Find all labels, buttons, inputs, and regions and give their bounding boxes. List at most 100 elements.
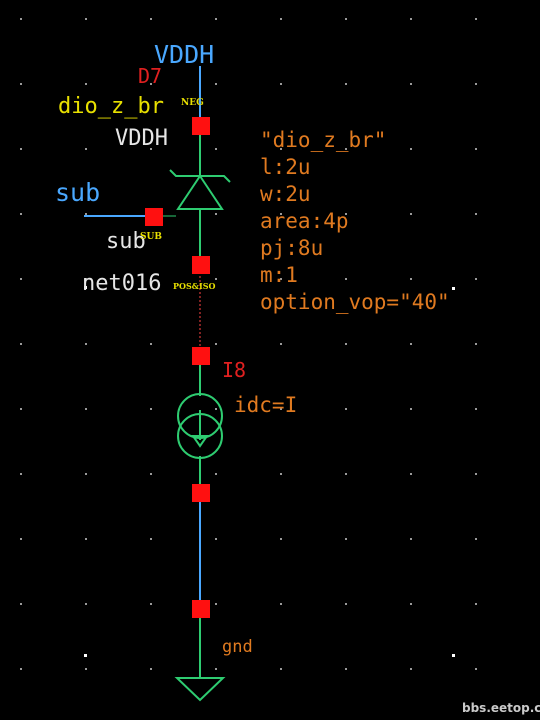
- grid-dot: [345, 603, 347, 605]
- diode-sub-net-label: sub: [106, 229, 146, 254]
- grid-dot: [410, 83, 412, 85]
- grid-dot: [215, 668, 217, 670]
- grid-dot: [20, 603, 22, 605]
- grid-dot: [345, 83, 347, 85]
- grid-dot: [150, 278, 152, 280]
- isrc-instance-name[interactable]: I8: [222, 358, 247, 382]
- grid-dot: [20, 213, 22, 215]
- diode-pos-pin-label: POS&ISO: [173, 281, 216, 291]
- grid-dot: [215, 473, 217, 475]
- sub-net-label[interactable]: sub: [55, 178, 101, 207]
- grid-dot: [85, 83, 87, 85]
- grid-dot: [475, 278, 477, 280]
- isrc-arrow-head: [191, 435, 209, 448]
- vddh-net-label[interactable]: VDDH: [154, 40, 215, 69]
- grid-dot: [410, 668, 412, 670]
- grid-dot: [280, 473, 282, 475]
- grid-dot: [150, 473, 152, 475]
- grid-dot: [20, 473, 22, 475]
- grid-dot: [150, 343, 152, 345]
- grid-dot: [475, 18, 477, 20]
- grid-dot: [410, 213, 412, 215]
- diode-pos-pin[interactable]: [192, 256, 210, 274]
- grid-dot: [85, 538, 87, 540]
- watermark: bbs.eetop.cn: [462, 701, 540, 715]
- diode-prop-4: pj:8u: [260, 236, 324, 260]
- grid-dot: [20, 83, 22, 85]
- isrc-param: idc=I: [234, 393, 298, 417]
- grid-dot: [475, 148, 477, 150]
- diode-instance-name[interactable]: D7: [138, 64, 163, 88]
- diode-prop-0: "dio_z_br": [260, 128, 387, 152]
- grid-dot: [345, 278, 347, 280]
- grid-dot: [215, 603, 217, 605]
- grid-dot: [475, 668, 477, 670]
- grid-dot: [215, 148, 217, 150]
- diode-neg-net-label: VDDH: [115, 126, 168, 151]
- grid-dot: [84, 286, 87, 289]
- gnd-label: gnd: [222, 637, 253, 657]
- grid-dot: [215, 408, 217, 410]
- diode-prop-2: w:2u: [260, 182, 311, 206]
- grid-dot: [280, 538, 282, 540]
- grid-dot: [475, 343, 477, 345]
- diode-neg-pin-label: NEG: [181, 98, 204, 108]
- grid-dot: [345, 343, 347, 345]
- grid-dot: [410, 603, 412, 605]
- grid-dot: [410, 18, 412, 20]
- grid-dot: [280, 408, 282, 410]
- grid-dot: [280, 148, 282, 150]
- grid-dot: [215, 343, 217, 345]
- zener-bar: [169, 169, 231, 183]
- grid-dot: [280, 343, 282, 345]
- diode-triangle: [176, 174, 224, 210]
- grid-dot: [410, 148, 412, 150]
- grid-dot: [85, 148, 87, 150]
- grid-dot: [20, 538, 22, 540]
- grid-dot: [85, 278, 87, 280]
- gnd-triangle: [174, 677, 226, 702]
- grid-dot: [85, 603, 87, 605]
- grid-dot: [345, 538, 347, 540]
- grid-dot: [215, 18, 217, 20]
- isrc-minus-pin[interactable]: [192, 484, 210, 502]
- grid-dot: [410, 408, 412, 410]
- gnd-pin[interactable]: [192, 600, 210, 618]
- grid-dot: [150, 538, 152, 540]
- diode-cell-name: dio_z_br: [58, 94, 164, 119]
- grid-dot: [475, 473, 477, 475]
- grid-dot: [215, 538, 217, 540]
- grid-dot: [20, 278, 22, 280]
- grid-dot: [85, 343, 87, 345]
- grid-dot: [345, 18, 347, 20]
- grid-dot: [85, 473, 87, 475]
- grid-dot: [345, 213, 347, 215]
- grid-dot: [150, 83, 152, 85]
- diode-sub-pin[interactable]: [145, 208, 163, 226]
- grid-dot: [280, 278, 282, 280]
- grid-dot: [150, 408, 152, 410]
- diode-sub-pin-label: SUB: [140, 232, 162, 242]
- grid-dot: [475, 603, 477, 605]
- grid-dot: [475, 538, 477, 540]
- diode-pos-net-label: net016: [82, 271, 162, 296]
- grid-dot: [280, 18, 282, 20]
- diode-neg-pin[interactable]: [192, 117, 210, 135]
- grid-dot: [85, 18, 87, 20]
- grid-dot: [150, 668, 152, 670]
- grid-dot: [345, 668, 347, 670]
- grid-dot: [475, 83, 477, 85]
- grid-dot: [280, 83, 282, 85]
- grid-dot: [20, 408, 22, 410]
- grid-dot: [410, 538, 412, 540]
- isrc-plus-pin[interactable]: [192, 347, 210, 365]
- diode-prop-3: area:4p: [260, 209, 349, 233]
- grid-dot: [150, 148, 152, 150]
- diode-prop-6: option_vop="40": [260, 290, 450, 314]
- grid-dot: [150, 603, 152, 605]
- grid-dot: [20, 148, 22, 150]
- grid-dot: [215, 83, 217, 85]
- grid-dot: [345, 148, 347, 150]
